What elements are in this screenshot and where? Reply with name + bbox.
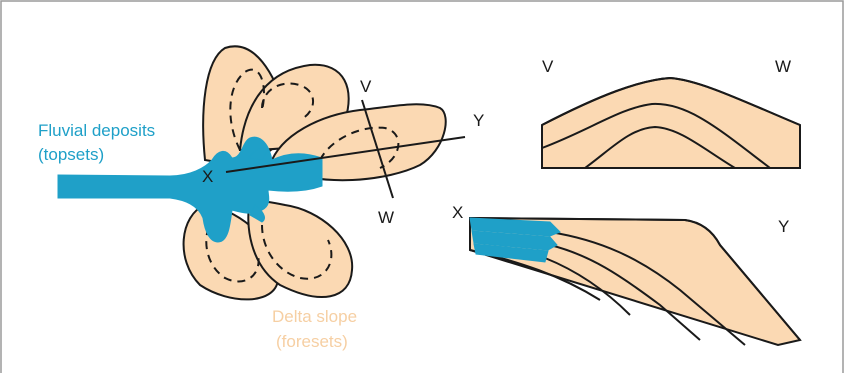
fluvial-label-line2: (topsets)	[38, 145, 104, 164]
section-vw-label-v: V	[542, 57, 554, 76]
section-vw-body	[542, 78, 800, 168]
plan-label-y: Y	[473, 111, 484, 130]
section-vw: V W	[542, 57, 800, 168]
section-vw-label-w: W	[775, 57, 791, 76]
plan-label-w: W	[378, 208, 394, 227]
plan-label-v: V	[360, 77, 372, 96]
plan-label-x: X	[202, 167, 213, 186]
plan-view: X Y V W Fluvial deposits (topsets) Delta…	[38, 46, 484, 351]
fluvial-label-line1: Fluvial deposits	[38, 121, 155, 140]
delta-label-line2: (foresets)	[276, 332, 348, 351]
section-xy-label-x: X	[452, 203, 463, 222]
delta-label-line1: Delta slope	[272, 307, 357, 326]
section-xy: X Y	[452, 203, 800, 345]
section-xy-label-y: Y	[778, 217, 789, 236]
